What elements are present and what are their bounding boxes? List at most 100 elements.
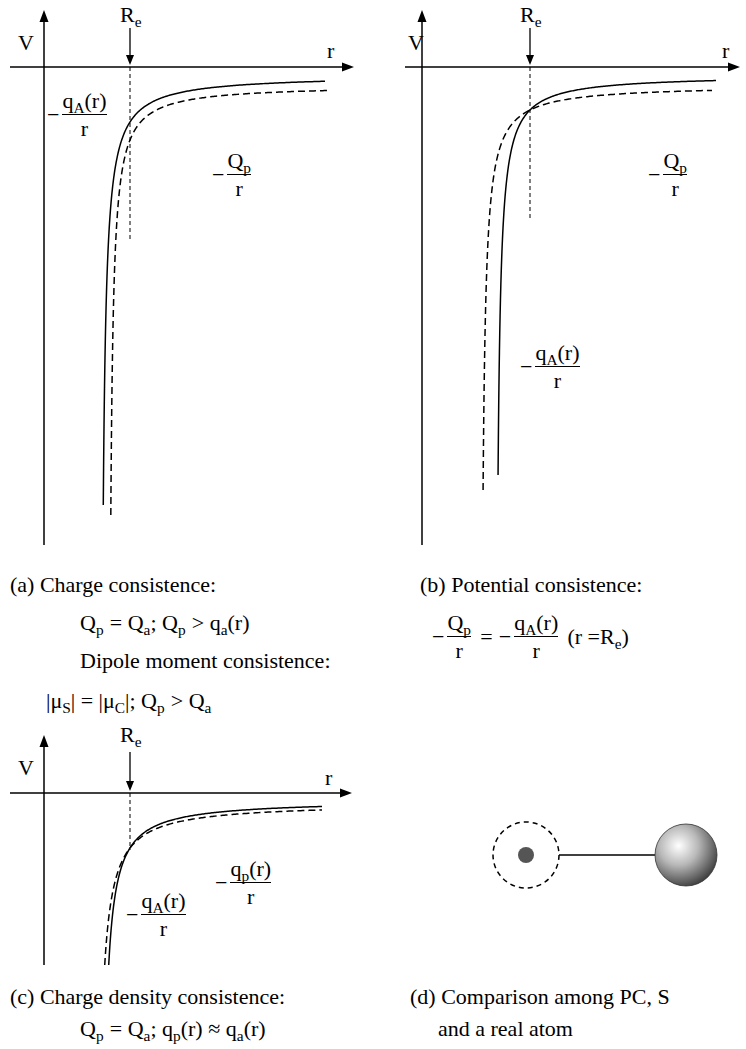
fraction: Qpr	[663, 148, 687, 202]
text-run: −	[215, 870, 227, 895]
atom-potential-curve	[103, 81, 325, 505]
label-text: (r)	[228, 610, 250, 635]
re-arrowhead	[126, 55, 134, 65]
v-axis	[43, 18, 45, 545]
label-text: −	[126, 902, 138, 927]
label-text: r	[236, 176, 243, 201]
formula-row: −qA(r) r	[47, 88, 110, 142]
label-text: Q	[227, 148, 243, 173]
label-text: |; Q	[125, 688, 157, 713]
formula-row: (d) Comparison among PC, S	[410, 984, 670, 1009]
text-run: V	[18, 755, 34, 780]
label-text: (a) Charge consistence:	[10, 572, 216, 597]
label-text: R	[120, 722, 135, 747]
label-text: (r)	[536, 610, 558, 635]
label-text: r	[81, 116, 88, 141]
axis-arrowhead	[418, 10, 427, 22]
text-run: r	[160, 916, 167, 941]
label-text: R	[120, 2, 135, 27]
formula-row: (a) Charge consistence:	[10, 572, 216, 597]
label-text: )	[622, 624, 629, 649]
r-axis	[10, 792, 344, 794]
label-text: V	[408, 30, 424, 55]
subscript-text: p	[243, 159, 251, 176]
text-run: (c) Charge density consistence:	[10, 984, 285, 1009]
label-text: > q	[192, 610, 221, 635]
label-text: −	[212, 162, 224, 187]
formula-row: Qp= Qa; Qp> qa(r)	[80, 610, 250, 635]
formula-row: −qp(r) r	[215, 856, 274, 910]
fraction: Qp r	[447, 610, 471, 664]
v-axis	[43, 743, 45, 965]
axis-arrowhead	[340, 789, 352, 798]
label-text: (r)	[558, 340, 580, 365]
label-text: Dipole moment consistence:	[80, 648, 331, 673]
text-run: Qp	[227, 148, 251, 173]
text-run: and a real atom	[438, 1016, 573, 1041]
fraction: qA(r)r	[141, 888, 185, 942]
text-run: qA(r)	[514, 610, 558, 635]
text-run: r	[247, 884, 254, 909]
axis-arrowhead	[728, 63, 740, 72]
subscript-text: e	[135, 733, 142, 750]
label-text: −	[47, 102, 59, 127]
formula-row: V	[18, 755, 34, 780]
r-axis	[405, 66, 732, 68]
subscript-text: a	[205, 699, 212, 716]
text-run: (a) Charge consistence:	[10, 572, 216, 597]
potential-plot	[405, 10, 740, 545]
subscript-text: a	[144, 1027, 151, 1044]
subscript-text: S	[62, 699, 71, 716]
text-run: Qp	[447, 610, 471, 635]
text-run: =−	[474, 624, 511, 649]
label-text: r	[533, 638, 540, 663]
text-run: (d) Comparison among PC, S	[410, 984, 670, 1009]
label-text: (r) ≈ q	[181, 1016, 237, 1041]
label-text: q	[535, 340, 546, 365]
formula-row: r	[327, 38, 334, 63]
label-text: Q	[80, 1016, 96, 1041]
label-text: q	[141, 888, 152, 913]
text-run: qp(r)	[230, 856, 271, 881]
fraction: qp(r) r	[230, 856, 271, 910]
label-text: q	[62, 88, 73, 113]
re-marker	[129, 752, 130, 783]
text-run: qA(r)	[62, 88, 106, 113]
label-text: | = |μ	[71, 688, 115, 713]
point-charge-shell	[493, 822, 559, 888]
formula-row: and a real atom	[438, 1016, 573, 1041]
subscript-text: e	[135, 13, 142, 30]
axis-arrowhead	[40, 10, 49, 22]
re-guide	[130, 793, 131, 850]
formula-row: Re	[120, 2, 142, 27]
real-atom-sphere	[655, 824, 717, 886]
label-text: V	[18, 755, 34, 780]
subscript-text: A	[73, 99, 84, 116]
subscript-text: p	[157, 699, 165, 716]
text-run: Qp= Qa; Qp> qa(r)	[80, 610, 250, 635]
re-marker	[529, 28, 530, 57]
label-text: |μ	[46, 688, 62, 713]
r-axis	[10, 66, 346, 68]
label-text: r	[327, 38, 334, 63]
text-run: V	[18, 30, 34, 55]
label-text: −	[432, 624, 444, 649]
re-marker	[129, 28, 130, 57]
formula-row: −qA(r)r	[520, 340, 583, 394]
text-run: −	[648, 162, 660, 187]
fraction: qA(r)r	[535, 340, 579, 394]
potential-plot	[10, 10, 354, 545]
subscript-text: p	[96, 621, 104, 638]
label-text: −	[215, 870, 227, 895]
text-run: r	[456, 638, 463, 663]
label-text: r	[325, 765, 332, 790]
formula-row: (c) Charge density consistence:	[10, 984, 285, 1009]
label-text: = Q	[110, 1016, 144, 1041]
model-potential-curve	[105, 810, 322, 965]
text-run: −	[47, 102, 59, 127]
subscript-text: p	[173, 1027, 181, 1044]
subscript-text: e	[615, 635, 622, 652]
formula-row: (b) Potential consistence:	[420, 572, 642, 597]
